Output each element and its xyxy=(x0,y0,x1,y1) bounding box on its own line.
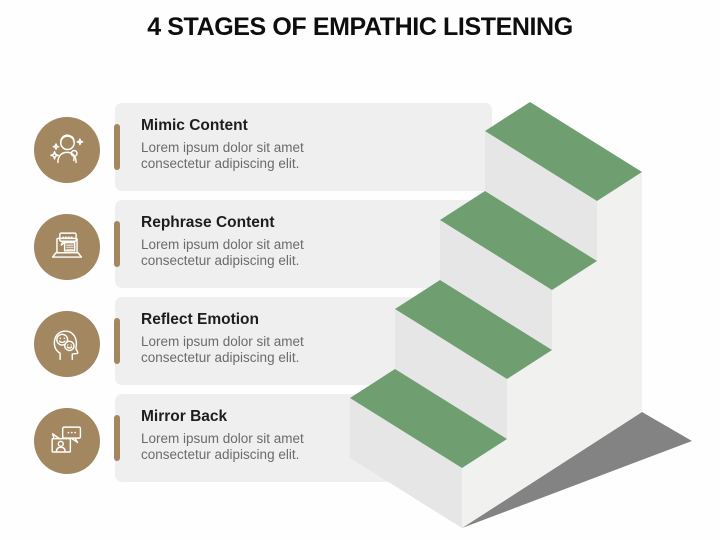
stage-title: Rephrase Content xyxy=(141,214,275,231)
stage-description-line: consectetur adipiscing elit. xyxy=(141,349,300,365)
stage-description-line: consectetur adipiscing elit. xyxy=(141,446,300,462)
stage-card xyxy=(115,103,492,191)
stage-row-mirror-back: Mirror Back Lorem ipsum dolor sit amet c… xyxy=(0,394,720,482)
stage-title: Mirror Back xyxy=(141,408,228,425)
stage-description: Lorem ipsum dolor sit amet consectetur a… xyxy=(141,334,304,365)
stage-description-line: Lorem ipsum dolor sit amet xyxy=(141,237,304,252)
stage-description-line: Lorem ipsum dolor sit amet xyxy=(141,334,304,349)
page-title: 4 STAGES OF EMPATHIC LISTENING xyxy=(147,13,573,41)
performer-microphone-icon xyxy=(34,117,100,183)
head-emotions-icon xyxy=(34,311,100,377)
stage-description: Lorem ipsum dolor sit amet consectetur a… xyxy=(141,237,304,268)
stage-row-reflect-emotion: Reflect Emotion Lorem ipsum dolor sit am… xyxy=(0,297,720,385)
accent-bar xyxy=(114,124,120,170)
stage-description: Lorem ipsum dolor sit amet consectetur a… xyxy=(141,431,304,462)
accent-bar xyxy=(114,318,120,364)
stage-row-rephrase-content: Rephrase Content Lorem ipsum dolor sit a… xyxy=(0,200,720,288)
stage-row-mimic-content: Mimic Content Lorem ipsum dolor sit amet… xyxy=(0,103,720,191)
accent-bar xyxy=(114,221,120,267)
stage-description-line: Lorem ipsum dolor sit amet xyxy=(141,140,304,155)
speech-bubbles-person-icon xyxy=(34,408,100,474)
stage-title: Reflect Emotion xyxy=(141,311,259,328)
stage-description-line: consectetur adipiscing elit. xyxy=(141,155,300,171)
accent-bar xyxy=(114,415,120,461)
stage-description: Lorem ipsum dolor sit amet consectetur a… xyxy=(141,140,304,171)
laptop-chat-icon xyxy=(34,214,100,280)
stage-title: Mimic Content xyxy=(141,117,248,134)
stage-card xyxy=(115,200,492,288)
stage-description-line: consectetur adipiscing elit. xyxy=(141,252,300,268)
stage-description-line: Lorem ipsum dolor sit amet xyxy=(141,431,304,446)
